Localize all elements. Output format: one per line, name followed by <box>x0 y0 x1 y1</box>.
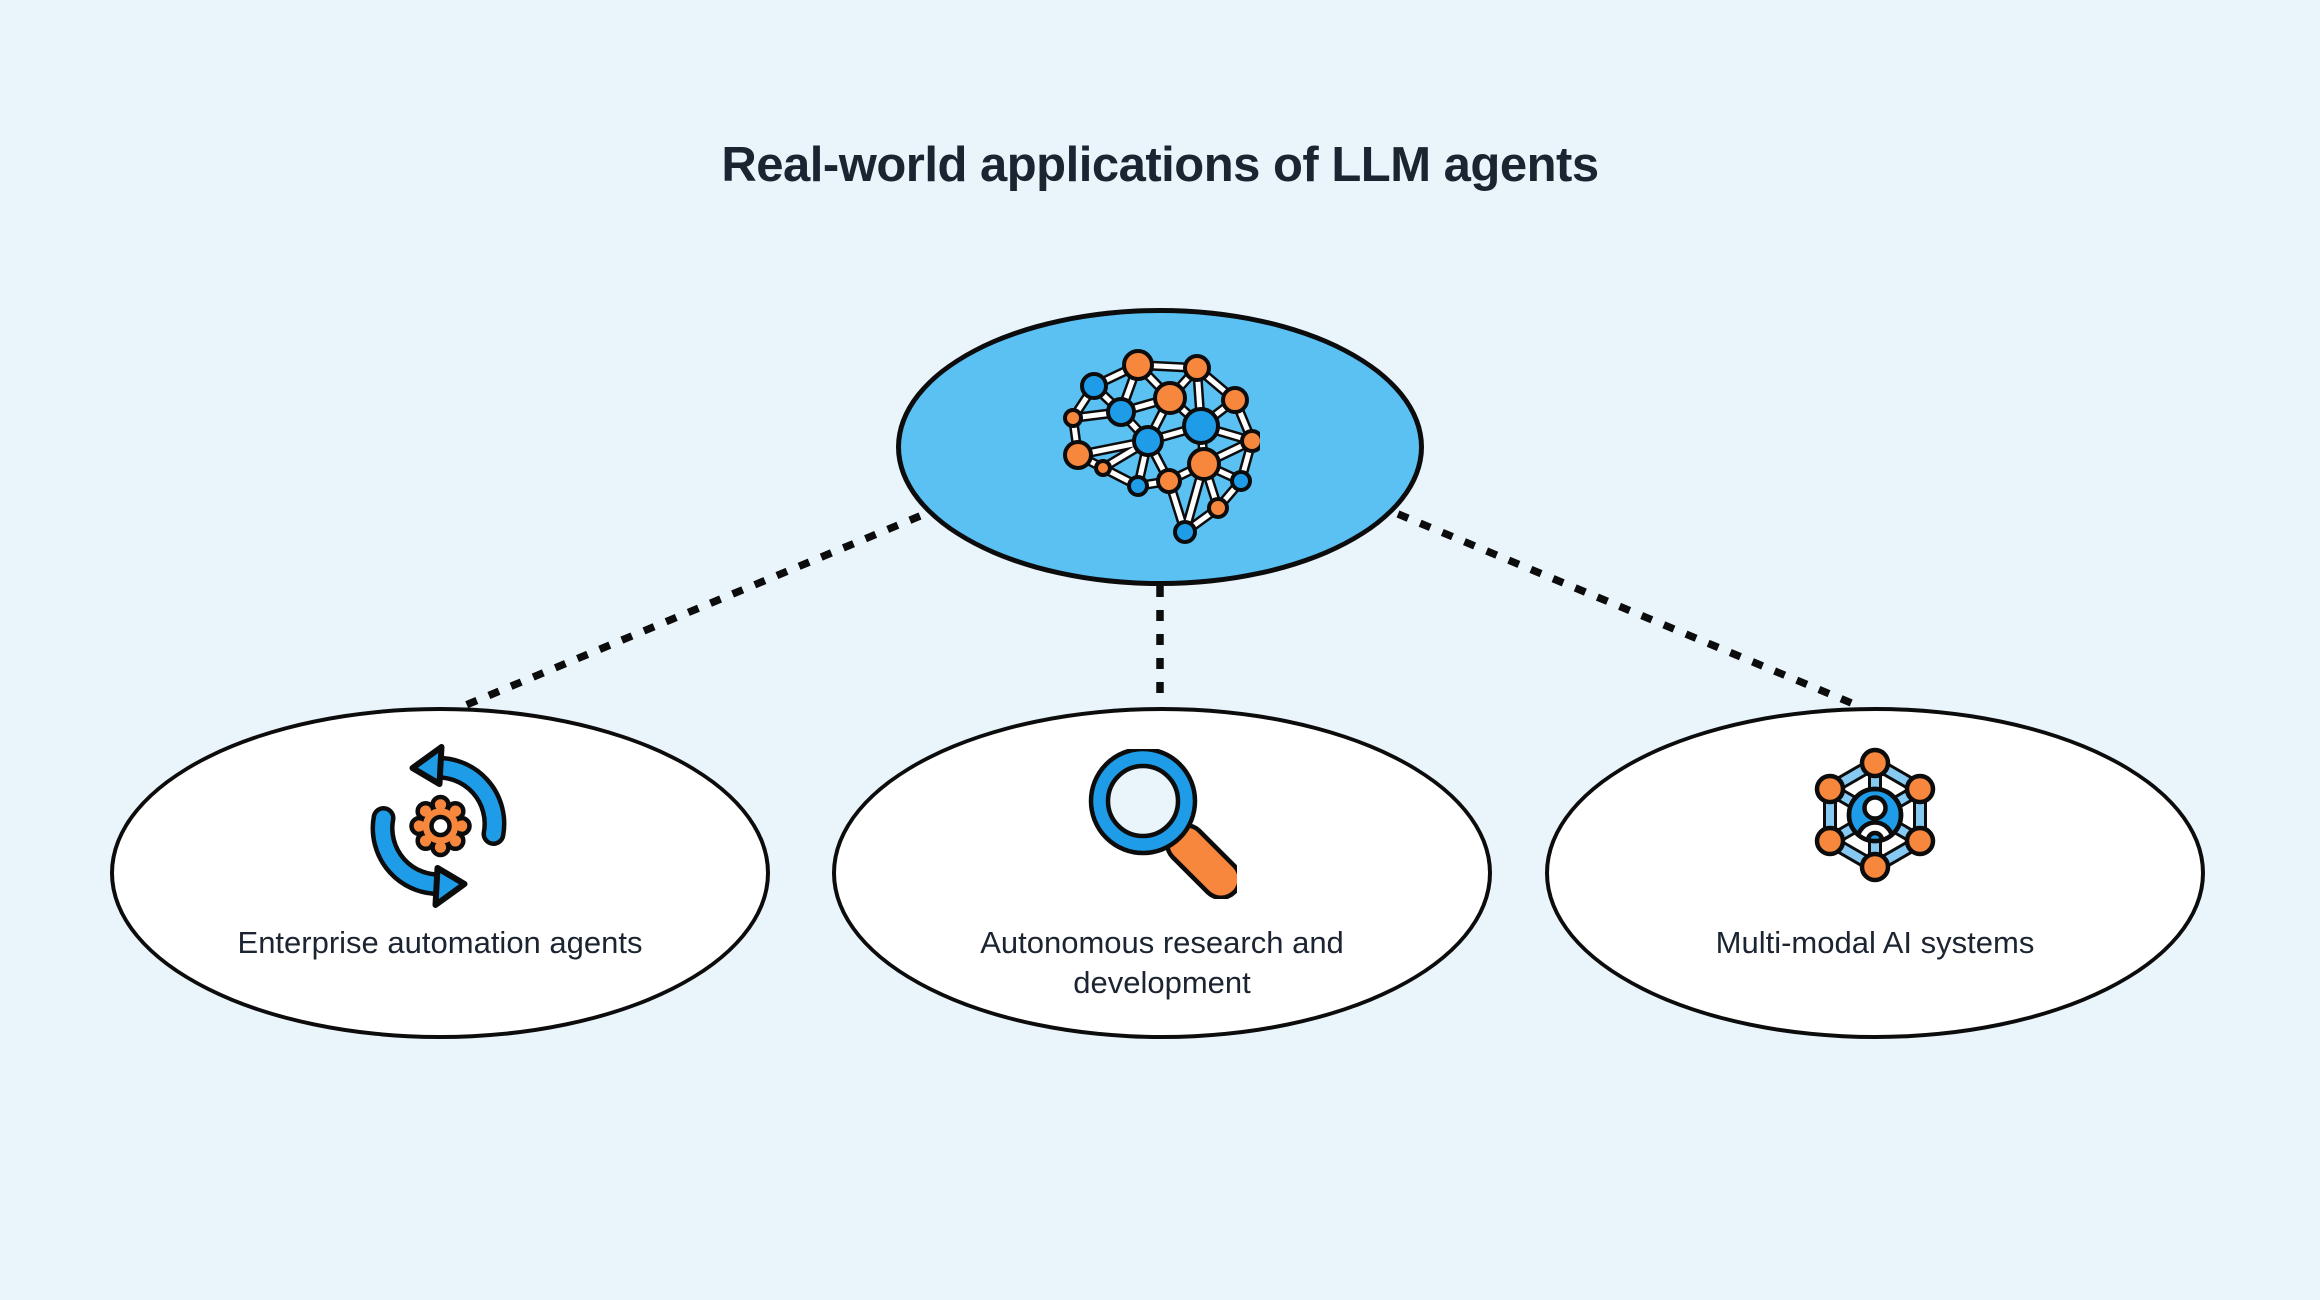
node-label: Multi-modal AI systems <box>1715 925 2035 960</box>
diagram-title: Real-world applications of LLM agents <box>721 138 1599 192</box>
research-magnifier-icon <box>1088 749 1237 899</box>
automation-sync-gear-icon <box>370 744 507 908</box>
brain-network-icon <box>1063 349 1260 544</box>
node-autonomous-research: Autonomous research and development <box>832 707 1492 1039</box>
connector-left <box>464 512 922 709</box>
gear-icon <box>409 794 472 858</box>
connector-right <box>1396 510 1863 711</box>
node-label: Enterprise automation agents <box>237 925 643 960</box>
node-enterprise-automation: Enterprise automation agents <box>110 707 770 1039</box>
multimodal-network-icon <box>1814 747 1936 883</box>
user-avatar-icon <box>1855 795 1895 839</box>
root-node-llm-agents <box>896 308 1424 586</box>
node-label: Autonomous research and development <box>980 925 1344 1000</box>
node-multimodal-systems: Multi-modal AI systems <box>1545 707 2205 1039</box>
